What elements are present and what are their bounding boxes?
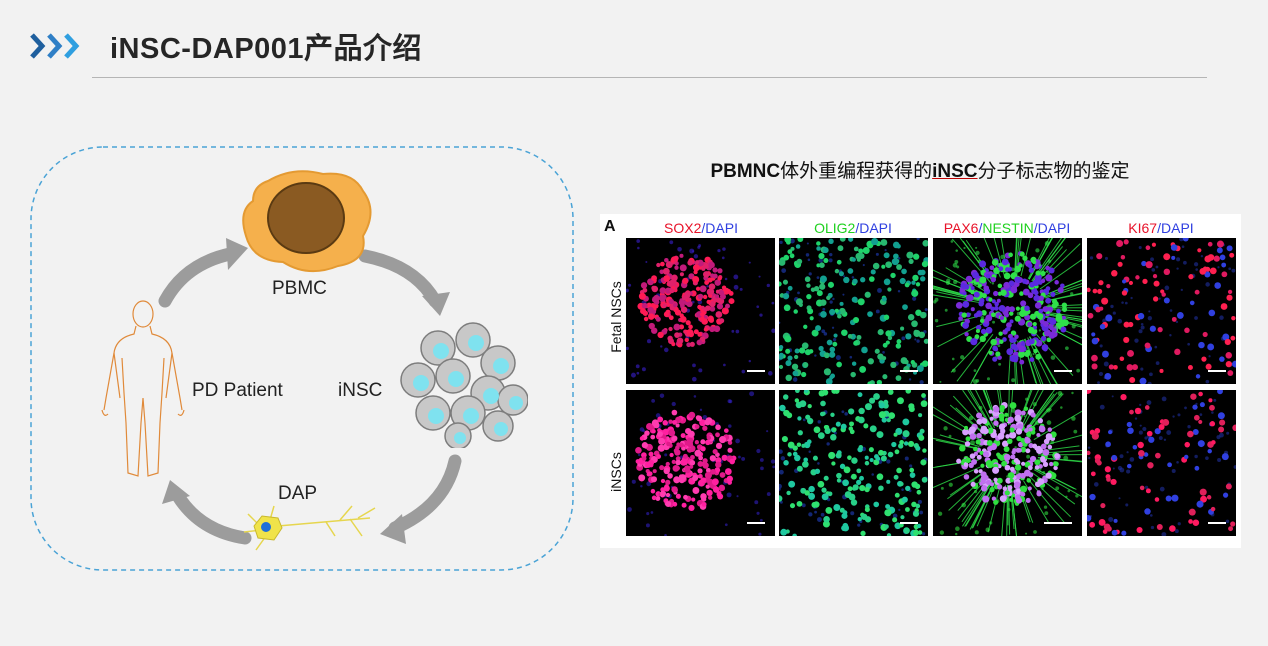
pbmc-cell-icon xyxy=(242,170,372,273)
image-tile xyxy=(933,390,1082,536)
figure-title-part-b: 体外重编程获得的 xyxy=(780,161,933,182)
scale-bar xyxy=(1044,522,1072,524)
patient-body-icon xyxy=(101,300,185,477)
insc-cluster-icon xyxy=(400,322,528,448)
row-header-insc: iNSCs xyxy=(608,452,624,492)
image-tile xyxy=(1087,238,1236,384)
scale-bar xyxy=(1054,370,1072,372)
scale-bar xyxy=(747,370,765,372)
figure-title-part-d: 分子标志物的鉴定 xyxy=(977,161,1130,182)
column-header-ki67: KI67/DAPI xyxy=(1128,220,1194,236)
panel-letter: A xyxy=(604,218,616,235)
image-tile xyxy=(779,238,928,384)
image-tile xyxy=(626,238,775,384)
pbmc-label: PBMC xyxy=(272,278,327,299)
page-title: iNSC-DAP001产品介绍 xyxy=(110,33,423,65)
scale-bar xyxy=(900,370,918,372)
scale-bar xyxy=(900,522,918,524)
dap-label: DAP xyxy=(278,483,318,504)
chevron-right-icon xyxy=(30,33,80,59)
microscopy-panel: A SOX2/DAPI OLIG2/DAPI PAX6/NESTIN/DAPI … xyxy=(600,214,1241,548)
figure-title-part-c: iNSC xyxy=(932,161,978,182)
figure-title-part-a: PBMNC xyxy=(710,161,781,182)
image-tile xyxy=(1087,390,1236,536)
figure-title: PBMNC体外重编程获得的iNSC分子标志物的鉴定 xyxy=(600,156,1240,183)
column-header-pax6: PAX6/NESTIN/DAPI xyxy=(943,220,1071,236)
scale-bar xyxy=(1208,370,1226,372)
title-divider xyxy=(92,77,1207,78)
header: iNSC-DAP001产品介绍 xyxy=(30,24,422,68)
cycle-diagram: PBMC iNSC DAP PD Patient xyxy=(30,146,575,572)
column-header-olig2: OLIG2/DAPI xyxy=(814,220,892,236)
column-header-sox2: SOX2/DAPI xyxy=(664,220,738,236)
insc-label: iNSC xyxy=(338,380,383,401)
dap-neuron-icon xyxy=(243,505,376,551)
patient-label: PD Patient xyxy=(192,380,283,401)
scale-bar xyxy=(747,522,765,524)
row-header-fetal: Fetal NSCs xyxy=(608,281,624,353)
scale-bar xyxy=(1208,522,1226,524)
image-tile xyxy=(779,390,928,536)
image-tile xyxy=(933,238,1082,384)
image-tile xyxy=(626,390,775,536)
